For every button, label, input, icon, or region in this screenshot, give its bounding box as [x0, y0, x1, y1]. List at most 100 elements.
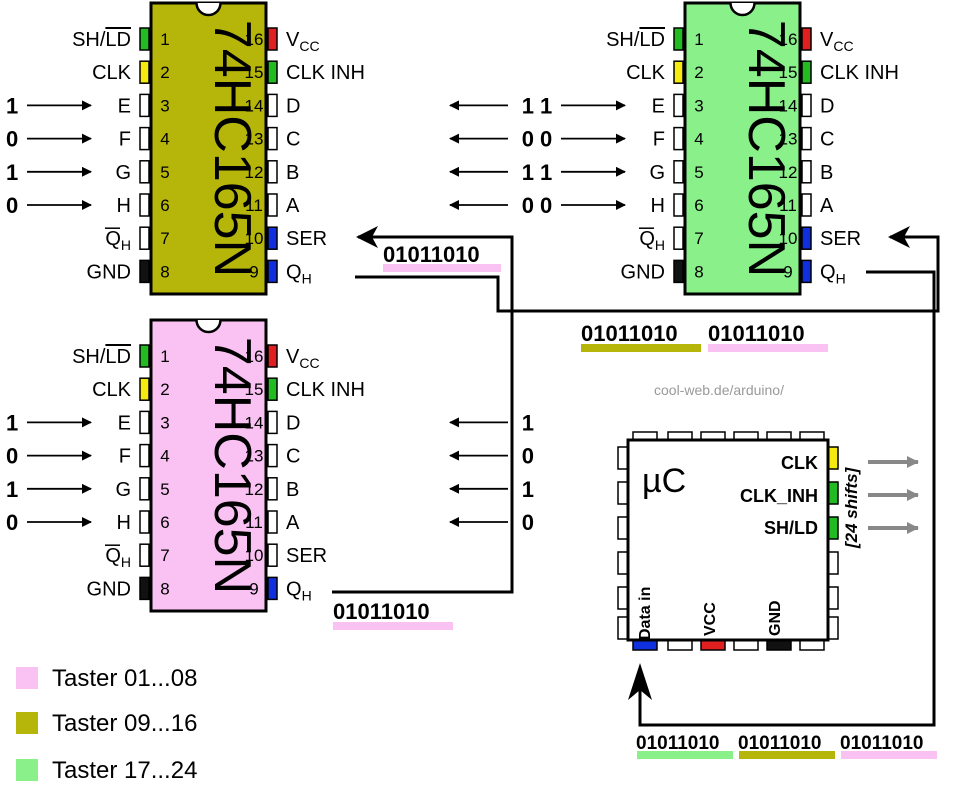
pin-number-9: 9 — [783, 262, 792, 281]
pin-5 — [139, 477, 150, 501]
pin-label-16: VCC — [286, 29, 320, 54]
pin-label-3: E — [118, 412, 131, 434]
chip-body — [149, 1, 268, 296]
pin-label-8: GND — [87, 578, 131, 600]
mcu-pin-data-in: Data in — [637, 587, 654, 640]
pin-number-11: 11 — [245, 196, 263, 215]
pin-number-2: 2 — [160, 63, 169, 82]
pin-number-13: 13 — [245, 447, 264, 466]
bitstream-chain0: 01011010 — [333, 599, 430, 624]
pin-6 — [673, 193, 684, 217]
pin-label-13: C — [286, 446, 300, 468]
pin-label-14: D — [286, 412, 300, 434]
pin-label-2: CLK — [92, 62, 132, 84]
pin-label-3: E — [118, 95, 131, 117]
chip-name: 74HC165N — [737, 20, 795, 277]
legend-swatch-01-08 — [16, 667, 38, 689]
pin-number-4: 4 — [160, 447, 169, 466]
legend: Taster 01...08 Taster 09...16 Taster 17.… — [16, 665, 197, 784]
pin-4 — [673, 126, 684, 151]
wire-chipC-qh-to-chipA-ser — [332, 235, 514, 594]
pin-8 — [139, 259, 150, 284]
pin-9 — [801, 259, 812, 284]
pin-number-4: 4 — [160, 130, 169, 149]
pin-number-1: 1 — [160, 347, 169, 366]
pin-6 — [139, 510, 150, 534]
underline-chain3b — [739, 751, 835, 759]
pin-label-3: E — [652, 95, 665, 117]
pin-label-9: QH — [286, 261, 312, 286]
input-bit-right: 0 — [522, 193, 534, 218]
pin-number-14: 14 — [245, 96, 264, 115]
pin-number-6: 6 — [694, 196, 703, 215]
chip-body — [683, 1, 802, 296]
pin-12 — [267, 160, 278, 184]
pin-number-1: 1 — [694, 30, 703, 49]
pin-15 — [267, 60, 278, 84]
watermark: cool-web.de/arduino/ — [654, 382, 784, 398]
pin-number-8: 8 — [160, 579, 169, 598]
pin-13 — [801, 126, 812, 151]
pin-number-9: 9 — [249, 262, 258, 281]
wire-chipA-qh-to-chipB-ser — [355, 235, 940, 313]
chip-notch — [729, 2, 756, 17]
pin-4 — [139, 126, 150, 151]
input-bit-left: 1 — [6, 160, 18, 185]
pin-label-14: D — [820, 95, 834, 117]
input-bit-left: 0 — [6, 193, 18, 218]
pin-13 — [267, 126, 278, 151]
pin-14 — [801, 93, 812, 118]
legend-swatch-17-24 — [16, 759, 38, 781]
pin-label-5: G — [115, 162, 131, 184]
pin-number-9: 9 — [249, 579, 258, 598]
pin-number-16: 16 — [245, 347, 264, 366]
mcu-pin-clk-inh: CLK_INH — [740, 486, 818, 506]
pin-number-7: 7 — [160, 229, 169, 248]
pin-number-12: 12 — [245, 480, 264, 499]
pin-number-13: 13 — [779, 130, 798, 149]
pin-number-3: 3 — [160, 96, 169, 115]
underline-chain2b — [708, 344, 828, 352]
input-bit-left: 1 — [6, 93, 18, 118]
mcu-pin-shld: SH/LD — [764, 518, 818, 538]
pin-label-8: GND — [621, 261, 665, 283]
pin-number-2: 2 — [694, 63, 703, 82]
pin-1 — [139, 344, 150, 368]
pin-number-7: 7 — [694, 229, 703, 248]
pin-label-11: A — [286, 195, 300, 217]
pin-number-1: 1 — [160, 30, 169, 49]
pin-7 — [139, 226, 150, 250]
pin-label-12: B — [820, 162, 833, 184]
input-bit-right: 0 — [522, 127, 534, 152]
bitstream-chain3b: 01011010 — [738, 733, 822, 754]
input-bit-left: 1 — [540, 93, 552, 118]
pin-label-12: B — [286, 479, 299, 501]
chip-name: 74HC165N — [203, 337, 261, 594]
pin-9 — [267, 576, 278, 601]
pin-label-16: VCC — [286, 346, 320, 371]
mcu-title: µC — [642, 462, 686, 500]
pin-13 — [267, 443, 278, 468]
pin-number-10: 10 — [245, 229, 264, 248]
underline-chain3a — [637, 751, 733, 759]
chip-notch — [195, 2, 222, 17]
pin-label-9: QH — [286, 578, 312, 603]
arrowhead-chipA-ser — [356, 226, 378, 248]
pin-number-5: 5 — [160, 163, 169, 182]
pin-number-5: 5 — [694, 163, 703, 182]
pin-8 — [139, 576, 150, 601]
legend-label-01-08: Taster 01...08 — [52, 665, 197, 692]
pin-label-12: B — [286, 162, 299, 184]
underline-chain1 — [383, 264, 501, 272]
pin-number-13: 13 — [245, 130, 264, 149]
pin-label-13: C — [820, 129, 834, 151]
input-bit-left: 0 — [6, 444, 18, 469]
pin-number-10: 10 — [779, 229, 798, 248]
pin-number-2: 2 — [160, 380, 169, 399]
pin-number-15: 15 — [245, 63, 264, 82]
input-bit-right: 0 — [522, 444, 534, 469]
pin-label-4: F — [653, 129, 665, 151]
pin-number-6: 6 — [160, 513, 169, 532]
pin-label-6: H — [117, 512, 131, 534]
